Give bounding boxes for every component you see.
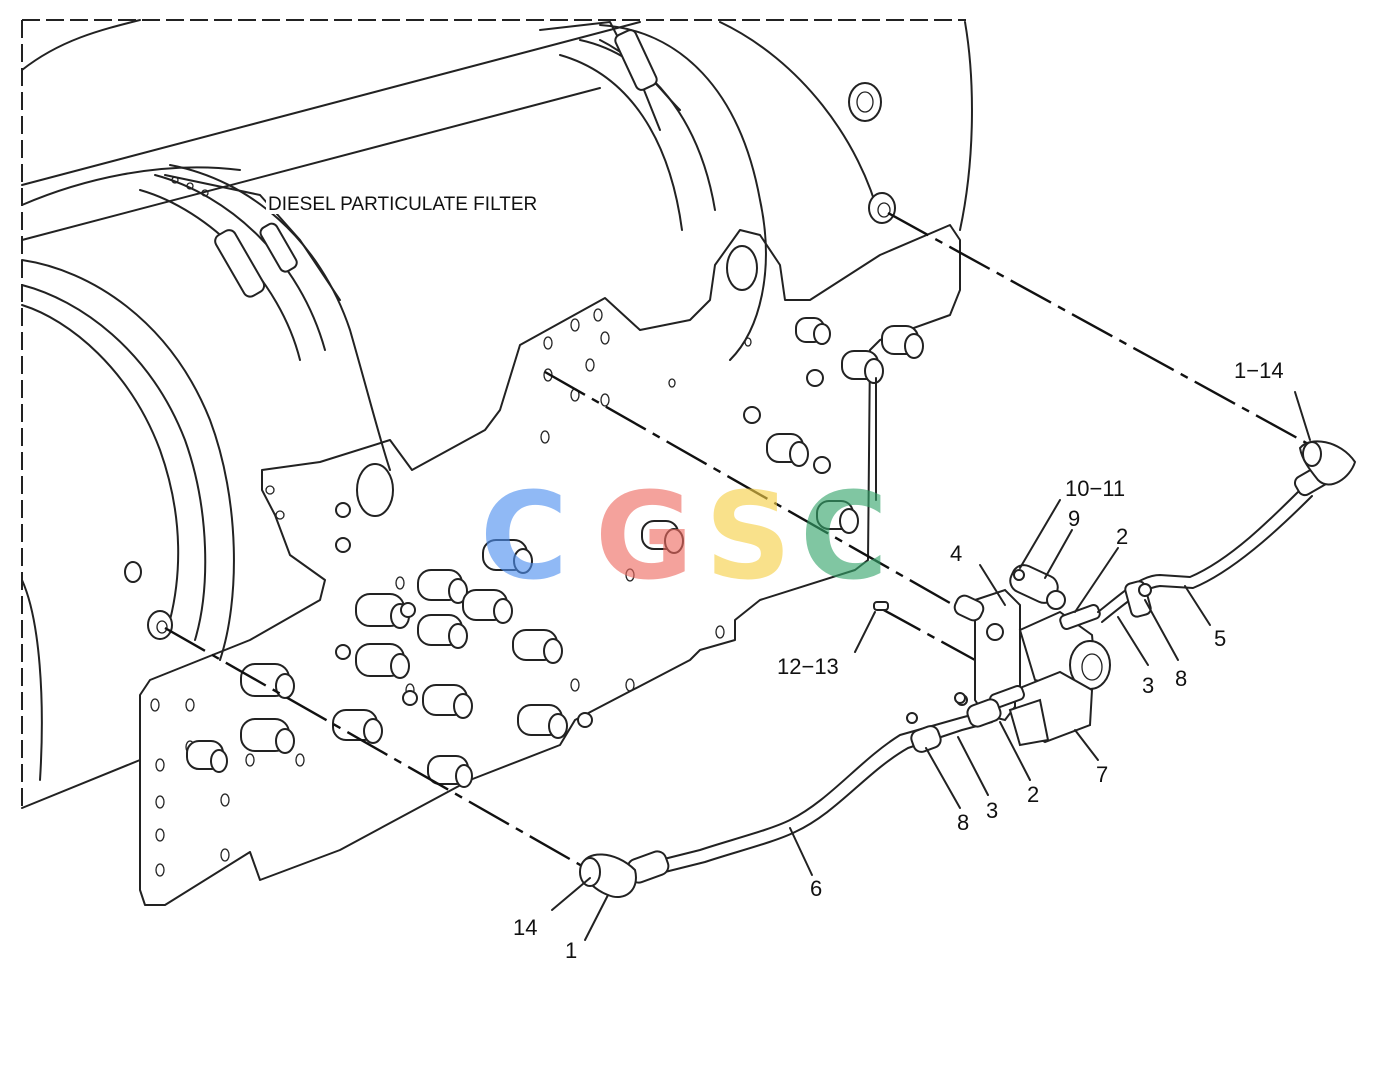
mounting-plate	[139, 224, 961, 906]
callout-labels: 1−14 10−11 9 2 4 5 3 8 12−13 7 2 3 8 6 1…	[513, 358, 1284, 963]
callout-10-11: 10−11	[1065, 476, 1125, 501]
sensor-assembly	[873, 564, 1111, 747]
watermark-letter-c1: C	[480, 468, 568, 607]
callout-6: 6	[810, 876, 822, 901]
callout-2-bottom: 2	[1027, 782, 1039, 807]
callout-8-bottom: 8	[957, 810, 969, 835]
callout-4: 4	[950, 541, 962, 566]
watermark-letter-s: S	[705, 468, 791, 607]
callout-3-right: 3	[1142, 673, 1154, 698]
tube-5	[1097, 440, 1357, 623]
component-caption: DIESEL PARTICULATE FILTER	[268, 194, 537, 215]
alignment-lines	[164, 211, 1311, 868]
watermark-letter-c2: C	[800, 468, 888, 607]
plate-holes	[150, 308, 752, 877]
callout-2-top: 2	[1116, 524, 1128, 549]
callout-1: 1	[565, 938, 577, 963]
cgsc-watermark: C G S C	[480, 468, 888, 607]
tube-6	[579, 692, 1002, 898]
leader-lines	[551, 391, 1311, 941]
callout-9: 9	[1068, 506, 1080, 531]
callout-1-14: 1−14	[1234, 358, 1284, 383]
watermark-letter-g: G	[595, 468, 694, 607]
callout-14: 14	[513, 915, 537, 940]
standoffs	[186, 317, 924, 788]
drawing-frame	[21, 19, 966, 808]
callout-7: 7	[1096, 762, 1108, 787]
callout-5: 5	[1214, 626, 1226, 651]
callout-12-13: 12−13	[777, 654, 839, 679]
callout-8-right: 8	[1175, 666, 1187, 691]
callout-3-bottom: 3	[986, 798, 998, 823]
filter-housing	[21, 19, 973, 809]
